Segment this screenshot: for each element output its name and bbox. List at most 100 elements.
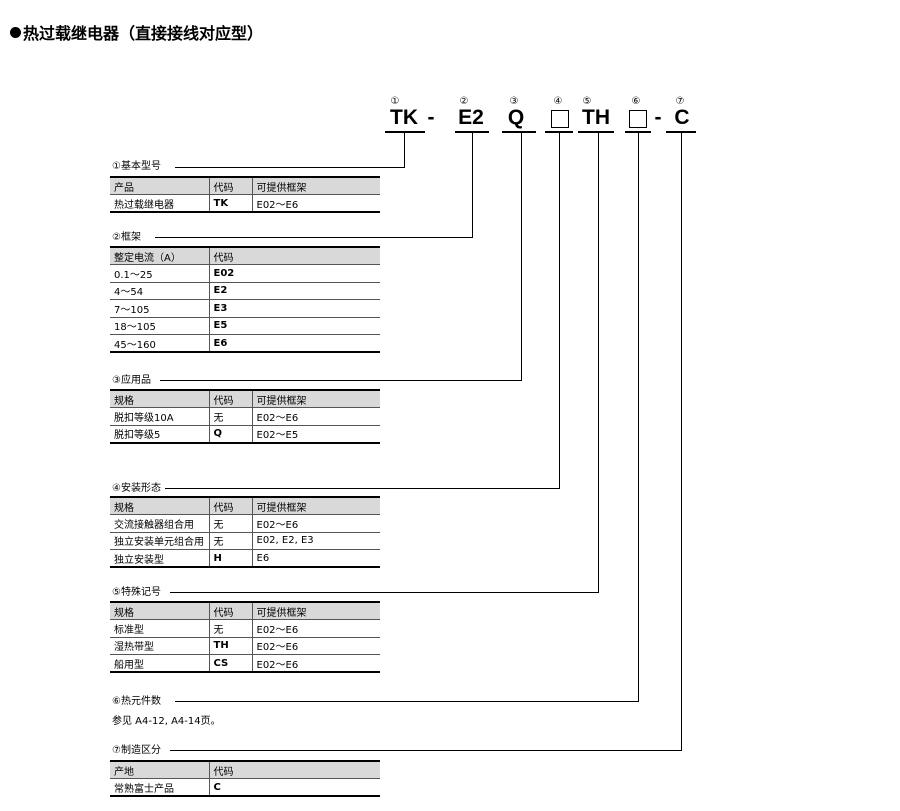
table-header-row: 规格 代码 可提供框架 (110, 496, 380, 515)
table-cell: 湿热带型 (110, 637, 210, 655)
code-part-e2: E2 (458, 106, 484, 129)
table-header-row: 产地 代码 (110, 760, 380, 779)
column-header: 可提供框架 (252, 601, 380, 620)
code-cell: 无 (209, 514, 253, 533)
page-title: 热过载继电器（直接接线对应型） (10, 20, 263, 44)
spec-table-special-code: 规格 代码 可提供框架 标准型 无 E02～E6 湿热带型 TH E02～E6 … (110, 601, 380, 673)
code-part-q: Q (507, 106, 525, 129)
leader-line (598, 133, 599, 593)
table-row: 45～160 E6 (110, 334, 380, 353)
table-cell: 热过载继电器 (110, 194, 210, 213)
leader-line (638, 133, 639, 702)
table-cell (252, 334, 380, 353)
column-header: 代码 (209, 176, 253, 195)
underline-bar (666, 131, 696, 133)
table-cell: 标准型 (110, 619, 210, 638)
leader-line (175, 701, 639, 702)
spec-table-mounting: 规格 代码 可提供框架 交流接触器组合用 无 E02～E6 独立安装单元组合用 … (110, 496, 380, 568)
code-cell: 无 (209, 532, 253, 550)
table-cell (252, 317, 380, 335)
table-row: 交流接触器组合用 无 E02～E6 (110, 514, 380, 533)
code-part-tk: TK (390, 106, 418, 129)
column-header: 产地 (110, 760, 210, 779)
leader-line (165, 488, 560, 489)
code-cell: TK (209, 194, 253, 213)
table-cell: 4～54 (110, 282, 210, 300)
code-cell: E2 (209, 282, 252, 300)
code-cell: E5 (209, 317, 252, 335)
table-row: 脱扣等级10A 无 E02～E6 (110, 407, 380, 426)
leader-line (472, 133, 473, 238)
section-label: ⑦制造区分 (112, 744, 165, 757)
code-cell: Q (209, 425, 253, 444)
table-row: 独立安装型 H E6 (110, 549, 380, 568)
section-label: ④安装形态 (112, 482, 165, 495)
table-cell: 0.1～25 (110, 264, 210, 283)
code-blank-box-6 (629, 110, 647, 128)
table-cell: 18～105 (110, 317, 210, 335)
table-cell: E02～E6 (252, 637, 380, 655)
underline-bar (578, 131, 614, 133)
table-cell (252, 778, 380, 797)
table-row: 船用型 CS E02～E6 (110, 654, 380, 673)
table-cell (252, 282, 380, 300)
table-cell (252, 264, 380, 283)
table-header-row: 规格 代码 可提供框架 (110, 601, 380, 620)
circle-number-3: ③ (509, 96, 519, 107)
column-header: 代码 (209, 601, 253, 620)
code-cell: CS (209, 654, 253, 673)
leader-line (160, 380, 522, 381)
column-header: 整定电流（A） (110, 246, 210, 265)
underline-bar (545, 131, 573, 133)
table-header-row: 规格 代码 可提供框架 (110, 389, 380, 408)
code-cell: E02 (209, 264, 252, 283)
column-header: 规格 (110, 601, 210, 620)
code-dash: - (427, 106, 435, 129)
table-header-row: 产品 代码 可提供框架 (110, 176, 380, 195)
table-cell: 独立安装单元组合用 (110, 532, 210, 550)
table-row: 0.1～25 E02 (110, 264, 380, 283)
table-row: 18～105 E5 (110, 317, 380, 335)
column-header: 代码 (209, 496, 253, 515)
column-header: 可提供框架 (252, 176, 380, 195)
spec-table-basic-model: 产品 代码 可提供框架 热过载继电器 TK E02～E6 (110, 176, 380, 213)
table-row: 脱扣等级5 Q E02～E5 (110, 425, 380, 444)
spec-table-application: 规格 代码 可提供框架 脱扣等级10A 无 E02～E6 脱扣等级5 Q E02… (110, 389, 380, 444)
table-cell: 7～105 (110, 299, 210, 318)
column-header: 规格 (110, 389, 210, 408)
circle-number-6: ⑥ (631, 96, 641, 107)
section-label: ③应用品 (112, 374, 155, 387)
table-cell: E6 (252, 549, 380, 568)
leader-line (404, 133, 405, 168)
table-cell: 独立安装型 (110, 549, 210, 568)
circle-number-1: ① (390, 96, 400, 107)
table-cell: E02～E6 (252, 194, 380, 213)
column-header: 规格 (110, 496, 210, 515)
underline-bar (502, 131, 536, 133)
code-cell: E6 (209, 334, 252, 353)
circle-number-7: ⑦ (675, 96, 685, 107)
table-cell: 船用型 (110, 654, 210, 673)
note-text: 参见 A4-12, A4-14页。 (112, 716, 221, 727)
table-row: 4～54 E2 (110, 282, 380, 300)
code-cell: C (209, 778, 252, 797)
code-part-th: TH (582, 106, 610, 129)
leader-line (521, 133, 522, 381)
spec-table-manufacturing: 产地 代码 常熟富士产品 C (110, 760, 380, 797)
title-text: 热过载继电器（直接接线对应型） (23, 24, 264, 43)
leader-line (170, 750, 682, 751)
section-label: ⑥热元件数 (112, 695, 165, 708)
table-cell: 常熟富士产品 (110, 778, 210, 797)
table-cell: E02～E6 (252, 407, 380, 426)
table-cell: E02～E6 (252, 619, 380, 638)
column-header: 代码 (209, 246, 252, 265)
leader-line (170, 592, 599, 593)
code-cell: TH (209, 637, 253, 655)
circle-number-5: ⑤ (582, 96, 592, 107)
table-row: 独立安装单元组合用 无 E02, E2, E3 (110, 532, 380, 550)
spec-table-frame: 整定电流（A） 代码 0.1～25 E02 4～54 E2 7～105 E3 1… (110, 246, 380, 353)
table-row: 标准型 无 E02～E6 (110, 619, 380, 638)
column-header: 可提供框架 (252, 496, 380, 515)
underline-bar (455, 131, 489, 133)
table-cell: 脱扣等级5 (110, 425, 210, 444)
